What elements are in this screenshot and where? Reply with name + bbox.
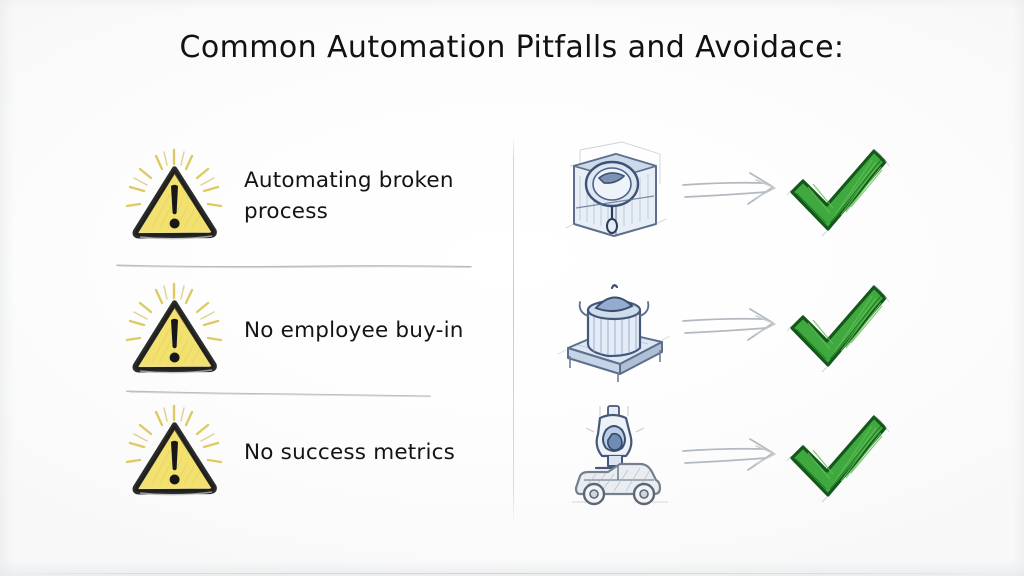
list-divider — [126, 383, 432, 398]
list-item-label: Automating broken process — [244, 168, 454, 224]
sketch-microscope-on-car-icon — [556, 402, 674, 514]
arrow-right-icon — [680, 302, 784, 354]
list-item: No employee buy-in — [118, 278, 498, 382]
sketch-pot-on-platform-icon — [556, 272, 674, 384]
list-item — [556, 398, 976, 518]
green-check-icon — [786, 409, 890, 507]
list-item — [556, 132, 976, 252]
arrow-right-icon — [680, 432, 784, 484]
warning-triangle-icon — [118, 144, 230, 248]
column-divider — [513, 135, 514, 527]
list-item — [556, 268, 976, 388]
green-check-icon — [786, 143, 890, 241]
sketch-washing-machine-icon — [556, 136, 674, 248]
list-divider — [116, 256, 472, 269]
list-item: Automating broken process — [118, 142, 498, 250]
green-check-icon — [786, 279, 890, 377]
list-item: No success metrics — [118, 400, 498, 504]
list-item-label: No success metrics — [244, 439, 456, 465]
page-title: Common Automation Pitfalls and Avoidace: — [179, 30, 845, 65]
warning-triangle-icon — [118, 278, 230, 382]
bottom-edge-line — [0, 573, 1024, 574]
warning-triangle-icon — [118, 400, 230, 504]
list-item-label: No employee buy-in — [244, 317, 464, 343]
arrow-right-icon — [680, 166, 784, 218]
